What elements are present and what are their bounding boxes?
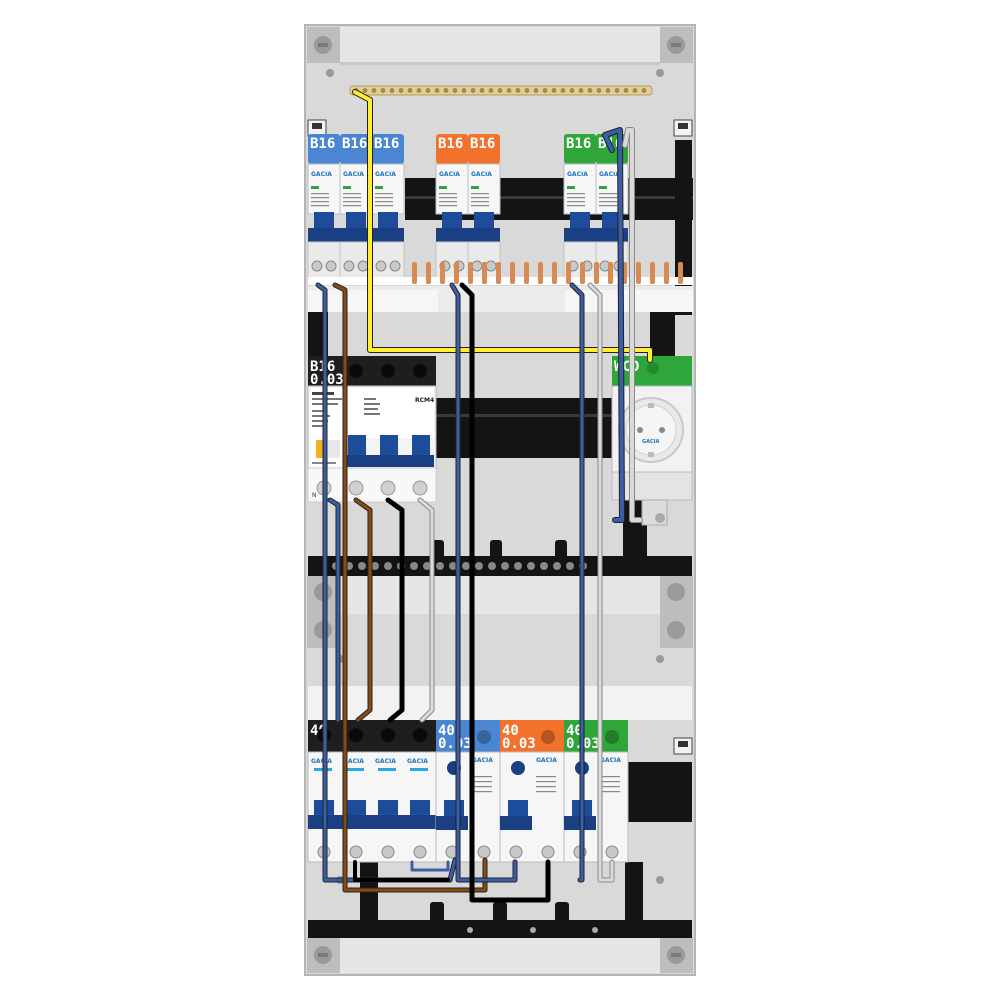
terminal-icon bbox=[471, 260, 483, 272]
breaker-rating-label: B16 bbox=[374, 136, 399, 152]
toggle-lever[interactable] bbox=[378, 212, 398, 232]
brand-label: GACIA bbox=[343, 171, 364, 178]
brand-label: GACIA bbox=[472, 757, 493, 764]
test-button-icon[interactable] bbox=[511, 761, 525, 775]
terminal-icon bbox=[349, 845, 363, 859]
rcd-sensitivity-label: 0.03 bbox=[438, 736, 472, 752]
brand-label: GACIA bbox=[471, 171, 492, 178]
wiring bbox=[315, 89, 653, 903]
top-cover bbox=[340, 27, 660, 65]
terminal-label-n: N bbox=[312, 492, 317, 499]
terminal-icon bbox=[311, 260, 323, 272]
brand-label: GACIA bbox=[536, 757, 557, 764]
main-switch-module[interactable]: 40GACIAGACIAGACIAGACIA bbox=[307, 720, 437, 863]
bottom-busbar bbox=[308, 862, 692, 938]
bottom-cover bbox=[340, 937, 660, 973]
brand-label: GACIA bbox=[439, 171, 460, 178]
rcd-rating-label: 40 bbox=[566, 723, 583, 739]
breaker-rating-label: B16 bbox=[342, 136, 367, 152]
toggle-lever[interactable] bbox=[346, 212, 366, 232]
terminal-icon bbox=[477, 845, 491, 859]
terminal-icon bbox=[605, 845, 619, 859]
brand-label: GACIA bbox=[311, 171, 332, 178]
breaker-rating-label: B16 bbox=[566, 136, 591, 152]
terminal-icon bbox=[541, 845, 555, 859]
brand-label: GACIA bbox=[311, 758, 332, 765]
screw-icon bbox=[307, 937, 340, 973]
breaker-rating-label: B16 bbox=[438, 136, 463, 152]
toggle-lever[interactable] bbox=[474, 212, 494, 232]
brand-label: GACIA bbox=[407, 758, 428, 765]
din-rail-3 bbox=[628, 762, 692, 822]
terminal-icon bbox=[509, 845, 523, 859]
toggle-lever[interactable] bbox=[442, 212, 462, 232]
toggle-lever[interactable] bbox=[314, 212, 334, 232]
screw-icon bbox=[660, 576, 693, 648]
toggle-lever[interactable] bbox=[570, 212, 590, 232]
socket-label: WCD bbox=[614, 359, 639, 375]
screw-icon bbox=[660, 937, 693, 973]
rcbo-model: RCM4 bbox=[415, 397, 434, 404]
rcd-rating-label: 40 bbox=[502, 723, 519, 739]
socket-brand: GACIA bbox=[642, 439, 660, 445]
breaker-rating-label: B16 bbox=[310, 136, 335, 152]
rcd-rating-label: 40 bbox=[438, 723, 455, 739]
terminal-icon bbox=[485, 260, 497, 272]
terminal-icon bbox=[389, 260, 401, 272]
rcbo-module[interactable]: B16 0.03 RCM4 N bbox=[307, 356, 437, 503]
brand-label: GACIA bbox=[600, 757, 621, 764]
earth-busbar bbox=[349, 85, 653, 96]
rcd-sensitivity-label: 0.03 bbox=[502, 736, 536, 752]
screw-icon bbox=[307, 27, 340, 63]
middle-cover bbox=[340, 576, 660, 614]
terminal-icon bbox=[325, 260, 337, 272]
brand-label: GACIA bbox=[599, 171, 620, 178]
terminal-icon bbox=[357, 260, 369, 272]
terminal-icon bbox=[413, 845, 427, 859]
terminal-icon bbox=[375, 260, 387, 272]
brand-label: GACIA bbox=[567, 171, 588, 178]
brand-label: GACIA bbox=[343, 758, 364, 765]
terminal-icon bbox=[343, 260, 355, 272]
toggle-lever[interactable] bbox=[602, 212, 622, 232]
brand-label: GACIA bbox=[375, 171, 396, 178]
terminal-icon bbox=[381, 845, 395, 859]
brand-label: GACIA bbox=[375, 758, 396, 765]
screw-icon bbox=[660, 27, 693, 63]
breaker-rating-label: B16 bbox=[470, 136, 495, 152]
